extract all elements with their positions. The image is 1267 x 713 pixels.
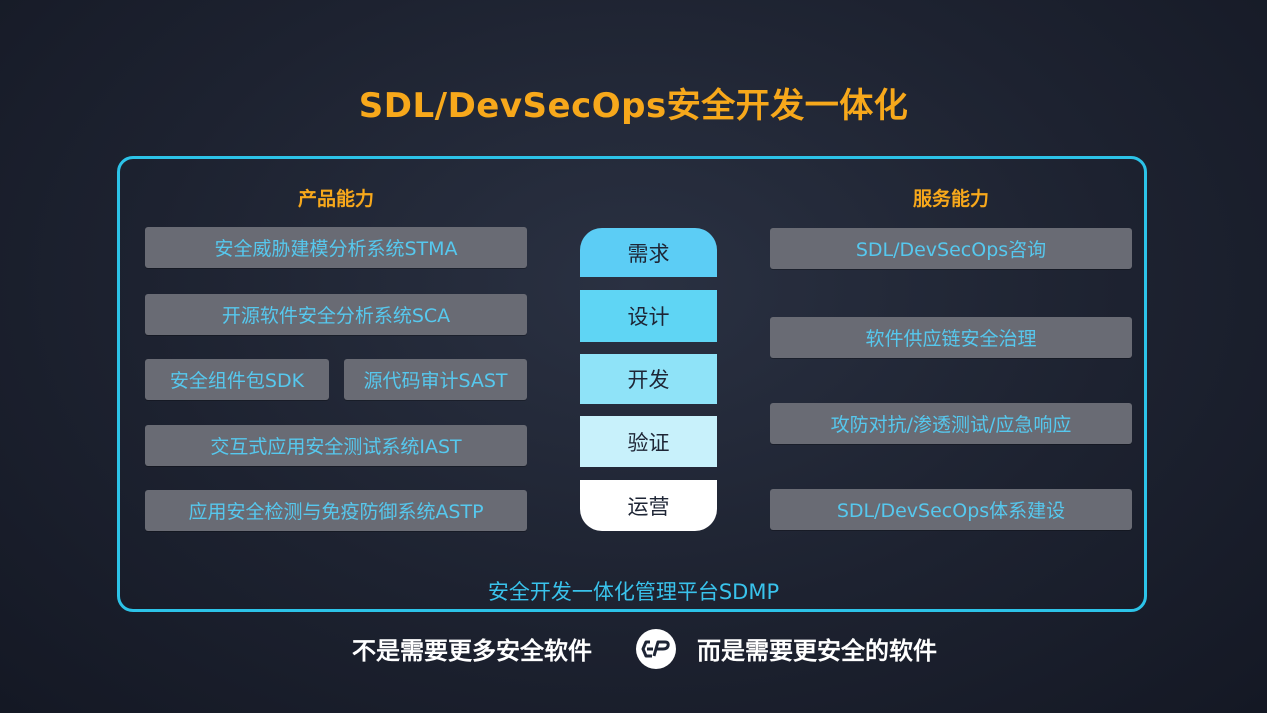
stage-design: 设计 <box>580 290 717 342</box>
service-heading: 服务能力 <box>912 188 989 210</box>
page-title: SDL/DevSecOps安全开发一体化 <box>358 86 909 126</box>
slogan-right: 而是需要更安全的软件 <box>697 637 937 665</box>
product-heading: 产品能力 <box>297 188 374 210</box>
main-frame <box>117 156 1147 612</box>
service-item-pentest: 攻防对抗/渗透测试/应急响应 <box>770 403 1132 444</box>
platform-label: 安全开发一体化管理平台SDMP <box>487 580 780 604</box>
product-item-stma: 安全威胁建模分析系统STMA <box>145 227 527 268</box>
stage-development: 开发 <box>580 354 717 404</box>
stage-verification: 验证 <box>580 416 717 467</box>
service-item-system-build: SDL/DevSecOps体系建设 <box>770 489 1132 530</box>
product-item-sdk: 安全组件包SDK <box>145 359 329 400</box>
product-item-sca: 开源软件安全分析系统SCA <box>145 294 527 335</box>
stage-requirements: 需求 <box>580 228 717 277</box>
service-item-supply-chain: 软件供应链安全治理 <box>770 317 1132 358</box>
slogan-left: 不是需要更多安全软件 <box>352 637 592 665</box>
product-item-iast: 交互式应用安全测试系统IAST <box>145 425 527 466</box>
product-item-sast: 源代码审计SAST <box>344 359 527 400</box>
service-item-consulting: SDL/DevSecOps咨询 <box>770 228 1132 269</box>
product-item-astp: 应用安全检测与免疫防御系统ASTP <box>145 490 527 531</box>
stage-operations: 运营 <box>580 480 717 531</box>
brand-logo-icon <box>636 629 676 669</box>
